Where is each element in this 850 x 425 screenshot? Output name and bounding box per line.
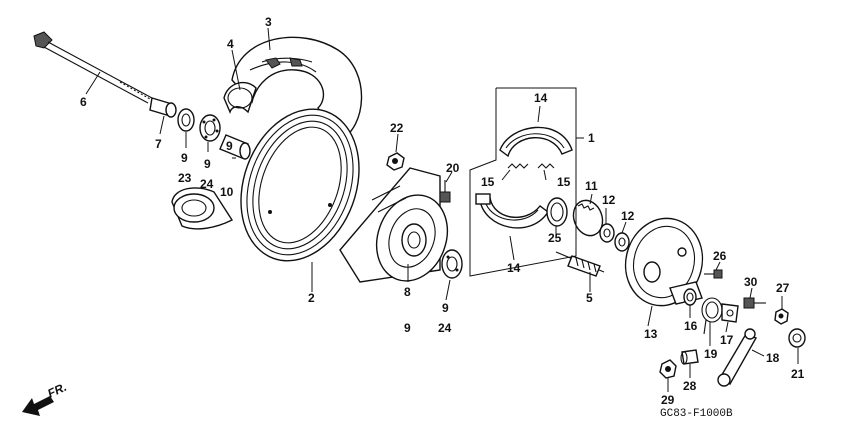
callout-9: 9 xyxy=(404,321,411,335)
callout-2: 2 xyxy=(308,291,315,305)
wheel-hub xyxy=(339,167,449,283)
callout-23: 23 xyxy=(178,171,192,185)
spring-washer xyxy=(683,288,697,306)
callout-11: 11 xyxy=(585,179,598,193)
brake-arm xyxy=(717,328,758,387)
brake-panel xyxy=(624,217,704,307)
arm-nut xyxy=(774,308,789,325)
callout-9: 9 xyxy=(442,301,449,315)
front-direction-arrow: FR. xyxy=(22,380,69,416)
callout-4: 4 xyxy=(227,37,234,51)
callout-8: 8 xyxy=(404,285,411,299)
callout-24: 24 xyxy=(438,321,452,335)
front-label: FR. xyxy=(45,380,68,401)
speedometer-shaft xyxy=(555,251,605,277)
callout-5: 5 xyxy=(586,291,593,305)
panel-bolt xyxy=(704,269,723,279)
callout-22: 22 xyxy=(390,121,404,135)
callout-27: 27 xyxy=(776,281,790,295)
callout-labels: 1 2 3 4 5 6 7 8 9 9 9 9 9 10 11 12 12 13… xyxy=(80,15,805,407)
callout-28: 28 xyxy=(683,379,697,393)
arm-joint xyxy=(788,328,806,348)
callout-12: 12 xyxy=(602,193,616,207)
axle-bolt xyxy=(33,31,153,104)
leader-lines xyxy=(85,27,799,392)
callout-3: 3 xyxy=(265,15,272,29)
callout-15: 15 xyxy=(481,175,495,189)
arm-bolt xyxy=(743,297,766,309)
callout-29: 29 xyxy=(661,393,675,407)
callout-18: 18 xyxy=(766,351,780,365)
callout-14: 14 xyxy=(534,91,548,105)
diagram-code: GC83-F1000B xyxy=(660,408,733,420)
dust-seal-left xyxy=(177,108,195,132)
return-spring xyxy=(701,297,723,335)
wear-indicator xyxy=(721,303,739,323)
callout-14: 14 xyxy=(507,261,521,275)
brake-shoe-lower xyxy=(475,193,549,229)
hub-nut xyxy=(386,152,405,171)
washer-2 xyxy=(614,232,630,252)
hub-screw xyxy=(439,180,451,203)
callout-9: 9 xyxy=(226,139,233,153)
callout-21: 21 xyxy=(791,367,805,381)
callout-10: 10 xyxy=(220,185,234,199)
bearing-left xyxy=(199,114,221,142)
callout-24: 24 xyxy=(200,177,214,191)
washer-1 xyxy=(599,223,615,243)
joint-nut xyxy=(659,359,677,379)
wheel-rim xyxy=(240,108,360,262)
callout-1: 1 xyxy=(588,131,595,145)
callout-20: 20 xyxy=(446,161,460,175)
speedometer-gear xyxy=(572,199,604,237)
callout-16: 16 xyxy=(684,319,698,333)
distance-collar xyxy=(219,134,251,160)
callout-13: 13 xyxy=(644,327,658,341)
inner-tube xyxy=(223,81,257,114)
axle-collar xyxy=(149,97,177,118)
callout-6: 6 xyxy=(80,95,87,109)
callout-19: 19 xyxy=(704,347,718,361)
brake-seal xyxy=(546,197,568,227)
joint-pin xyxy=(680,349,699,365)
callout-15: 15 xyxy=(557,175,571,189)
callout-12: 12 xyxy=(621,209,635,223)
callout-9: 9 xyxy=(181,151,188,165)
callout-25: 25 xyxy=(548,231,562,245)
assembly-bracket xyxy=(469,87,584,277)
callout-7: 7 xyxy=(155,137,162,151)
brake-shoe-upper xyxy=(499,126,573,158)
tube-lower xyxy=(171,187,234,230)
callout-17: 17 xyxy=(720,333,734,347)
callout-26: 26 xyxy=(713,249,727,263)
callout-9: 9 xyxy=(204,157,211,171)
brake-spring-left xyxy=(507,163,529,169)
callout-30: 30 xyxy=(744,275,758,289)
brake-spring-right xyxy=(537,163,555,169)
bearing-right xyxy=(441,249,463,279)
